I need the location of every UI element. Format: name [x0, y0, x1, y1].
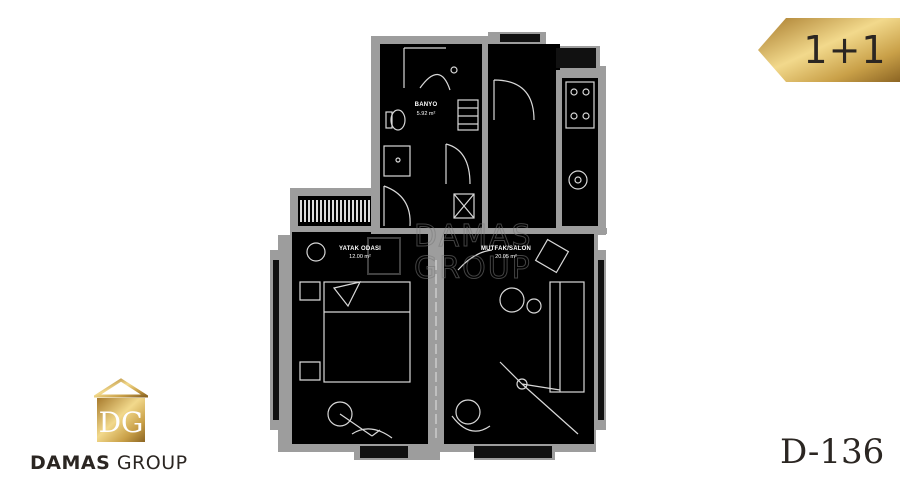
watermark: DAMAS GROUP [367, 219, 533, 287]
room-count-badge [758, 18, 900, 82]
room-name-mutfak: MUTFAK/SALON [481, 246, 531, 252]
room-name-yatak: YATAK ODASI [339, 246, 381, 252]
room-area-mutfak: 20.05 m² [495, 254, 517, 260]
room-count-label: 1+1 [803, 28, 887, 72]
brand-name-part1: DAMAS [30, 452, 111, 474]
watermark-line1: DAMAS [414, 219, 533, 254]
windows [273, 34, 604, 458]
watermark-line2: GROUP [414, 251, 532, 286]
damas-logo-icon: DG [94, 378, 148, 442]
svg-text:DG: DG [99, 406, 144, 439]
fixtures [299, 47, 595, 440]
brand-name: DAMAS GROUP [30, 452, 230, 478]
room-area-yatak: 12.00 m² [349, 254, 371, 260]
room-area-banyo: 5.92 m² [417, 111, 436, 117]
room-name-banyo: BANYO [415, 102, 438, 108]
brand-name-part2: GROUP [110, 452, 188, 474]
unit-code: D-136 [780, 432, 885, 472]
rooms-floor [292, 44, 598, 444]
